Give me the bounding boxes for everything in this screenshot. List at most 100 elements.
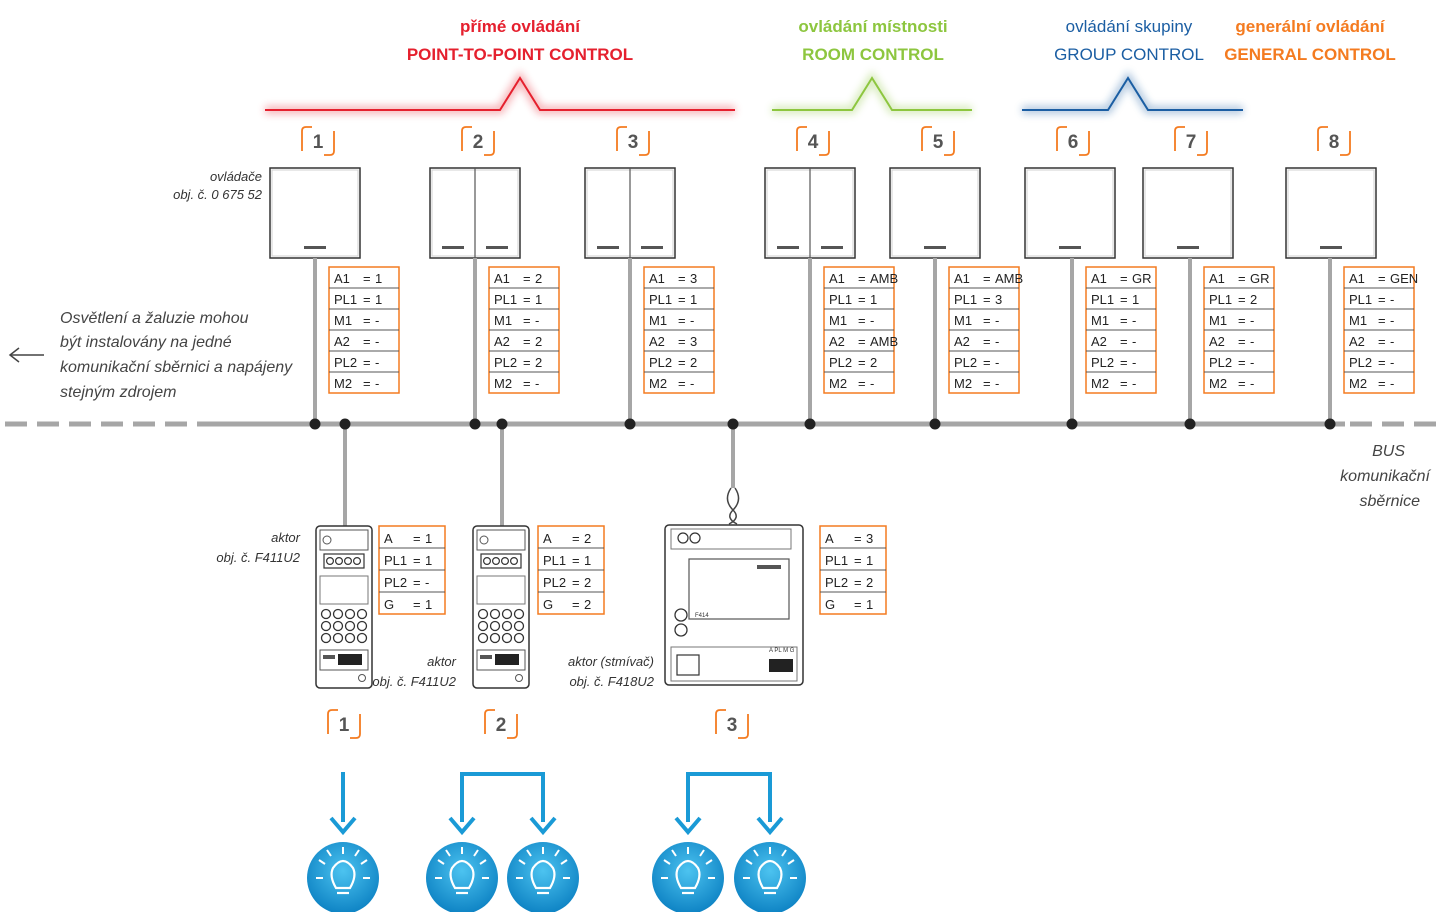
param-value: 1 [866, 597, 873, 612]
param-name: PL2 [1091, 355, 1114, 370]
actuator-config-area [319, 649, 369, 671]
bulb-icon [652, 842, 724, 912]
actuator-button [489, 632, 501, 644]
bulb-ray [753, 849, 759, 857]
controller-number-badge: 1 [301, 126, 335, 156]
actuator-label-line-1: aktor [271, 530, 301, 545]
controller-device [889, 167, 981, 259]
param-eq: = [858, 292, 866, 307]
param-value: 3 [995, 292, 1002, 307]
badge-number: 6 [1068, 132, 1079, 153]
side-note-line-4: stejným zdrojem [60, 384, 176, 401]
controller-number-badge: 6 [1056, 126, 1090, 156]
param-value: 2 [866, 575, 873, 590]
controller-device [1142, 167, 1234, 259]
actuator-screw [515, 674, 523, 682]
param-value: - [690, 313, 694, 328]
param-value: - [1390, 334, 1394, 349]
param-value: 1 [425, 531, 432, 546]
param-value: - [995, 376, 999, 391]
controller-led [924, 246, 946, 249]
param-eq: = [1378, 313, 1386, 328]
controller-led-left [777, 246, 799, 249]
param-eq: = [983, 271, 991, 286]
param-name: PL1 [494, 292, 517, 307]
param-value: 1 [425, 597, 432, 612]
param-name: PL2 [1349, 355, 1372, 370]
param-value: - [375, 355, 379, 370]
param-name: A2 [954, 334, 970, 349]
param-eq: = [1120, 271, 1128, 286]
param-name: PL1 [334, 292, 357, 307]
param-value: - [690, 376, 694, 391]
param-value: - [1250, 376, 1254, 391]
bulb-glass [449, 859, 475, 890]
actuator-button [477, 620, 489, 632]
param-eq: = [523, 334, 531, 349]
badge-corner-br [738, 714, 749, 739]
param-name: M2 [954, 376, 972, 391]
arrow-down-icon [674, 816, 702, 836]
param-value: GR [1132, 271, 1152, 286]
param-name: PL1 [954, 292, 977, 307]
param-name: A2 [649, 334, 665, 349]
param-value: 2 [870, 355, 877, 370]
arrow-down-icon [448, 816, 476, 836]
param-eq: = [1120, 313, 1128, 328]
actuator-dip-switch [495, 654, 519, 665]
actuator-terminal [501, 556, 510, 565]
param-eq: = [678, 313, 686, 328]
param-eq: = [983, 355, 991, 370]
controller-number-badge: 8 [1317, 126, 1351, 156]
bulb-ray [473, 849, 479, 857]
controller-led [1059, 246, 1081, 249]
param-eq: = [983, 313, 991, 328]
param-name: A2 [334, 334, 350, 349]
param-eq: = [363, 292, 371, 307]
dimmer-dip-switch [769, 659, 793, 672]
param-eq: = [1238, 355, 1246, 370]
actuator-button [356, 620, 368, 632]
param-eq: = [854, 597, 862, 612]
actuator-button [332, 608, 344, 620]
dimmer-terminal [689, 532, 701, 544]
param-name: A [543, 531, 552, 546]
bulb-ray [360, 859, 368, 865]
param-name: A1 [1349, 271, 1365, 286]
actuator-button [320, 632, 332, 644]
param-value: 2 [584, 531, 591, 546]
param-name: PL1 [543, 553, 566, 568]
lamp-disc [652, 842, 724, 912]
param-value: AMB [870, 271, 898, 286]
param-value: - [870, 313, 874, 328]
dimmer-knob [674, 623, 688, 637]
bus-label-2: komunikační [1340, 468, 1431, 485]
param-name: M1 [494, 313, 512, 328]
badge-corner-br [484, 131, 495, 156]
bulb-ray [787, 859, 795, 865]
actuator-label-line-1: aktor (stmívač) [568, 654, 654, 669]
bulb-glass [330, 859, 356, 890]
param-eq: = [363, 334, 371, 349]
actuator-body [472, 525, 530, 689]
bus-junction-dot [804, 418, 816, 430]
param-value: - [375, 376, 379, 391]
param-value: - [995, 334, 999, 349]
badge-corner-br [1079, 131, 1090, 156]
bus-junction-dot [1066, 418, 1078, 430]
lamp-disc [426, 842, 498, 912]
param-eq: = [572, 553, 580, 568]
badge-corner-tl [921, 126, 932, 151]
param-name: A [825, 531, 834, 546]
controller-bezel [271, 169, 359, 257]
param-eq: = [983, 292, 991, 307]
param-value: - [995, 313, 999, 328]
badge-corner-tl [715, 709, 726, 734]
param-eq: = [572, 531, 580, 546]
